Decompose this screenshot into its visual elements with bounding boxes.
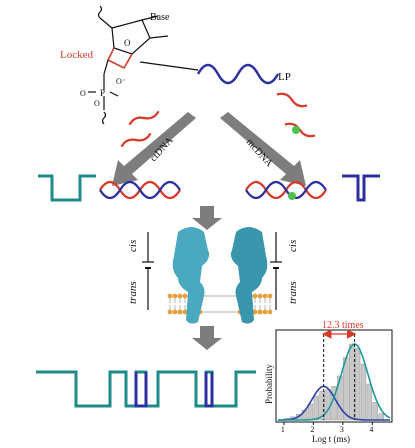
- cis-label-right: cis: [287, 240, 299, 252]
- x-tick-label: 2: [310, 425, 314, 434]
- mismatch-dot-top: [292, 126, 300, 134]
- cis-label-left: cis: [127, 240, 139, 252]
- fit-curve-long: [278, 343, 391, 421]
- histogram-bar: [337, 375, 343, 421]
- mcdna-duplex: [245, 180, 327, 200]
- lipid-head: [177, 293, 183, 299]
- down-arrow-top: [192, 206, 222, 230]
- trans-label-right: trans: [287, 281, 299, 304]
- ring-oxygen-label: O: [124, 38, 131, 48]
- ctdna-duplex: [99, 180, 181, 200]
- left-electrode-indicator: [142, 232, 154, 310]
- right-electrode-indicator: [270, 232, 282, 310]
- histogram-bar: [378, 413, 384, 421]
- lipid-head: [262, 293, 268, 299]
- lipid-head: [262, 309, 268, 315]
- probe-connector-line: [139, 61, 199, 71]
- histogram-bar: [319, 390, 325, 421]
- lipid-head: [177, 309, 183, 315]
- histogram-bar: [366, 383, 373, 421]
- histogram-bar: [354, 347, 361, 421]
- target-strand-left: [120, 110, 160, 148]
- locked-probe-strand: [196, 63, 280, 85]
- mismatch-dot-duplex: [288, 192, 296, 200]
- lipid-head: [252, 309, 258, 315]
- blue-event-segments: [134, 372, 214, 408]
- histogram-bar: [325, 389, 331, 421]
- phosphorus-label: P: [100, 88, 105, 98]
- left-diagonal-arrow: [112, 112, 196, 186]
- probe-label: LP: [278, 71, 291, 83]
- histogram-bar: [372, 402, 378, 421]
- locked-nucleotide-structure: [88, 5, 169, 125]
- target-strand-right: [276, 92, 316, 138]
- mcdna-current-trace: [342, 174, 380, 202]
- right-diagonal-arrow: [220, 112, 306, 186]
- histogram-bar: [360, 363, 367, 421]
- trans-label-left: trans: [127, 281, 139, 304]
- ctdna-current-trace: [38, 174, 96, 202]
- base-label: Base: [150, 12, 170, 23]
- phosphate-oxygen-lower: O: [94, 99, 100, 108]
- dwell-time-histogram: 12.3 times Probability Log t (ms) 1 2 3 4: [264, 320, 393, 444]
- lipid-head: [172, 293, 178, 299]
- lipid-head: [182, 293, 188, 299]
- phosphate-oxygen-minus: O⁻: [116, 77, 126, 86]
- lipid-head: [167, 293, 173, 299]
- lipid-head: [257, 293, 263, 299]
- phosphate-oxygen-double: O: [80, 89, 86, 98]
- ratio-annotation: 12.3 times: [322, 320, 364, 331]
- pore-half-right: [230, 227, 268, 324]
- histogram-xlabel: Log t (ms): [312, 434, 350, 444]
- lipid-head: [267, 309, 273, 315]
- x-tick-label: 1: [281, 425, 285, 434]
- lipid-head: [182, 309, 188, 315]
- lipid-head: [172, 309, 178, 315]
- histogram-bar: [348, 343, 355, 421]
- nanopore-assembly: [167, 227, 273, 324]
- histogram-ylabel: Probability: [264, 364, 274, 404]
- x-tick-label: 3: [340, 425, 344, 434]
- lipid-head: [167, 309, 173, 315]
- lipid-head: [252, 293, 258, 299]
- histogram-bar: [313, 395, 320, 421]
- lipid-head: [257, 309, 263, 315]
- x-tick-label: 4: [369, 425, 373, 434]
- locked-label: Locked: [60, 49, 93, 61]
- down-arrow-bottom: [192, 326, 222, 350]
- lipid-head: [267, 293, 273, 299]
- pore-half-left: [172, 227, 210, 324]
